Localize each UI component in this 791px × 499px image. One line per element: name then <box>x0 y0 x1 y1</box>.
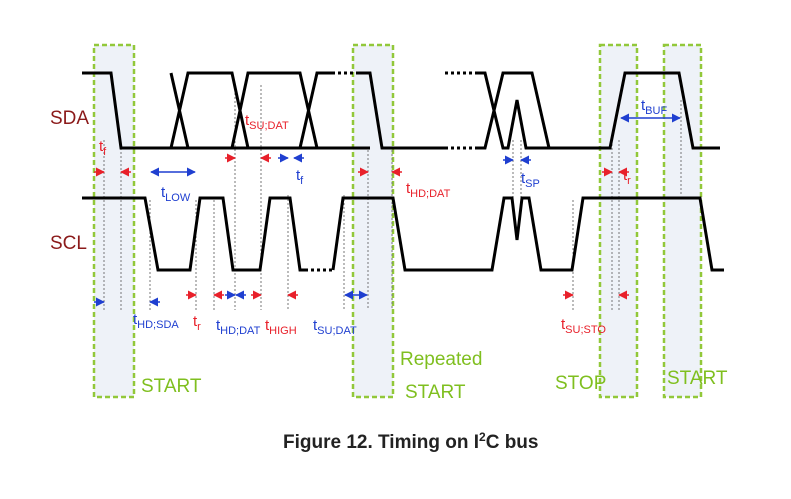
figure-caption: Figure 12. Timing on I2C bus <box>283 430 538 453</box>
scl-label: SCL <box>50 233 87 254</box>
label-tlow: tLOW <box>161 184 191 204</box>
label-tf-2: tf <box>296 167 304 187</box>
label-start2: START <box>667 368 728 389</box>
guide-lines <box>103 85 682 310</box>
label-tr-top: tr <box>623 167 631 187</box>
label-start: START <box>141 376 202 397</box>
label-thd-sda: tHD;SDA <box>133 311 179 331</box>
label-thd-dat-top: tHD;DAT <box>406 180 451 200</box>
label-tbuf: tBUF <box>641 97 667 117</box>
label-tsu-sto: tSU;STO <box>561 316 606 336</box>
label-thigh: tHIGH <box>265 317 297 337</box>
sda-label: SDA <box>50 108 89 129</box>
timing-arrows <box>94 113 681 307</box>
scl-waveform <box>82 196 724 272</box>
label-repeated: Repeated <box>400 349 482 370</box>
label-tsu-dat-top: tSU;DAT <box>245 112 289 132</box>
label-tf-sda: tf <box>99 138 107 158</box>
label-tsu-dat-bottom: tSU;DAT <box>313 317 357 337</box>
label-repeated-start: START <box>405 382 466 403</box>
label-tsp: tSP <box>521 170 540 190</box>
label-thd-dat-bottom: tHD;DAT <box>216 317 261 337</box>
label-tr-bottom: tr <box>193 313 201 333</box>
start2-box <box>662 43 703 399</box>
label-stop: STOP <box>555 373 606 394</box>
repeated-start-box <box>351 43 395 399</box>
sda-waveform <box>82 71 720 150</box>
